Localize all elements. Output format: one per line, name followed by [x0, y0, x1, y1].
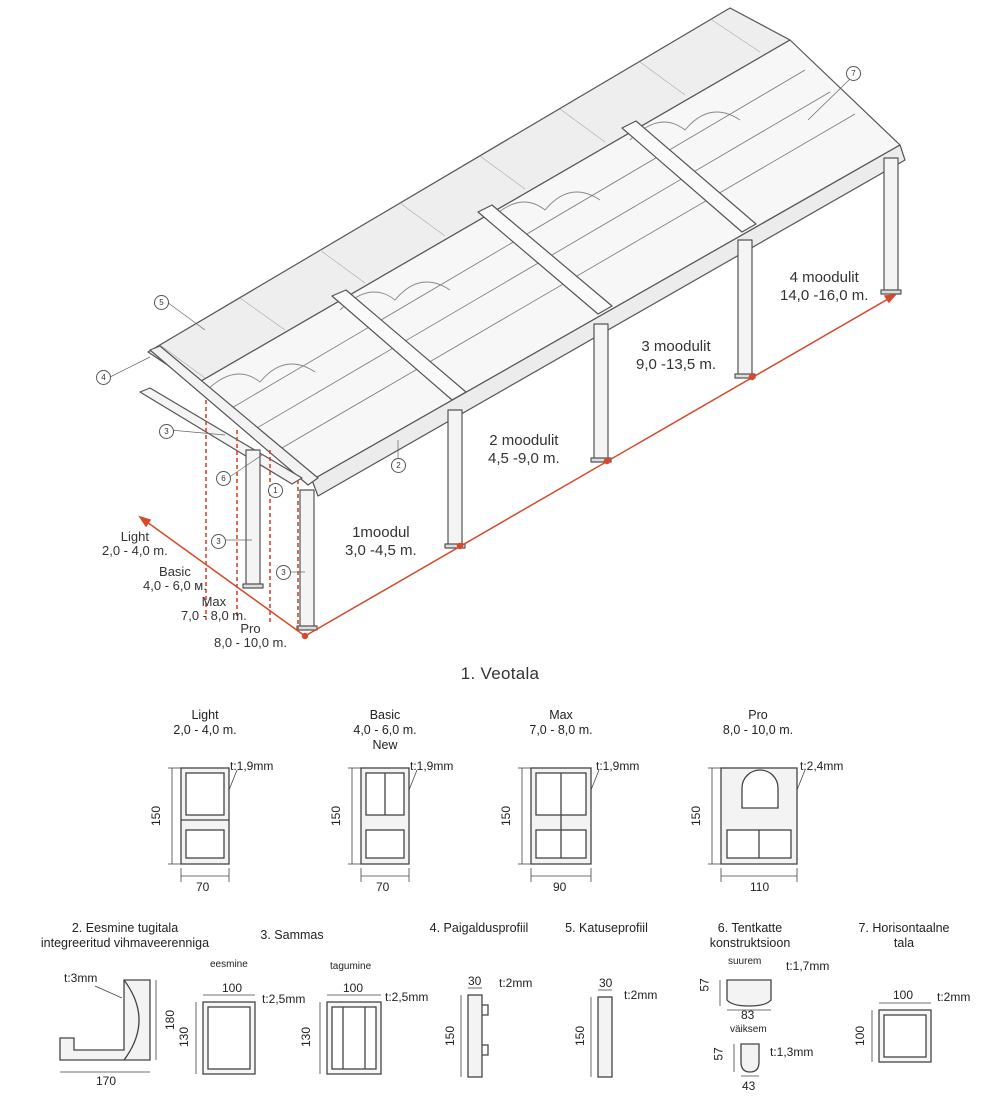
- tent-big-profile: [726, 979, 772, 1007]
- tent-small-profile: [740, 1043, 760, 1073]
- post-title: 3. Sammas: [260, 928, 324, 942]
- tent-big-thickness: t:1,7mm: [786, 959, 830, 973]
- callout-3b: 3: [211, 534, 226, 549]
- beam-max-width: 90: [553, 880, 567, 894]
- roof-title: 5. Katuseprofiil: [565, 921, 648, 935]
- post-rear-label: tagumine: [330, 961, 372, 972]
- beam-pro-width: 110: [750, 880, 770, 894]
- beam-light-thickness: t:1,9mm: [230, 759, 274, 773]
- roof-width: 30: [599, 976, 613, 990]
- callout-1: 1: [268, 483, 283, 498]
- callout-2: 2: [391, 458, 406, 473]
- post-front-height: 130: [177, 1026, 192, 1048]
- callout-3: 3: [159, 424, 174, 439]
- roof-thickness: t:2mm: [624, 988, 658, 1002]
- roof-height: 150: [573, 1025, 588, 1047]
- section-title: 1. Veotala: [460, 664, 540, 683]
- post-front-width: 100: [222, 981, 243, 995]
- mount-width: 30: [468, 974, 482, 988]
- horizontal-width: 100: [893, 988, 914, 1002]
- tent-small-thickness: t:1,3mm: [770, 1045, 814, 1059]
- mount-height: 150: [443, 1025, 458, 1047]
- tent-big-label: suurem: [728, 956, 762, 967]
- tent-big-width: 83: [741, 1008, 755, 1022]
- post-front-label: eesmine: [210, 959, 248, 970]
- post-front-thickness: t:2,5mm: [262, 992, 306, 1006]
- side-arm: [139, 387, 303, 485]
- mount-profile: [467, 994, 483, 1078]
- callout-5: 5: [154, 295, 169, 310]
- mount-thickness: t:2mm: [499, 976, 533, 990]
- beam-basic-thickness: t:1,9mm: [410, 759, 454, 773]
- beam-light-width: 70: [196, 880, 210, 894]
- pergola-drawing: [109, 7, 906, 640]
- front-beam-profile: [59, 979, 151, 1061]
- horizontal-thickness: t:2mm: [937, 990, 971, 1004]
- post-rear-thickness: t:2,5mm: [385, 990, 429, 1004]
- beam-pro-thickness: t:2,4mm: [800, 759, 844, 773]
- post-rear-height: 130: [299, 1026, 314, 1048]
- callout-4: 4: [96, 370, 111, 385]
- tent-small-label: väiksem: [730, 1024, 767, 1035]
- roof-profile: [597, 996, 613, 1078]
- tent-big-height: 57: [697, 978, 712, 992]
- beam-max-thickness: t:1,9mm: [596, 759, 640, 773]
- mount-title: 4. Paigaldusprofiil: [429, 921, 529, 935]
- front-beam: [311, 144, 906, 497]
- front-beam-width: 170: [96, 1074, 117, 1088]
- cross-beam-2: [477, 204, 613, 315]
- front-beam-height: 180: [163, 1009, 178, 1031]
- beam-basic-width: 70: [376, 880, 390, 894]
- tent-small-width: 43: [742, 1079, 756, 1093]
- front-beam-thickness: t:3mm: [64, 971, 98, 985]
- cross-beam-3: [621, 120, 757, 233]
- side-beam: [149, 345, 319, 486]
- callout-3c: 3: [276, 565, 291, 580]
- post-rear-width: 100: [343, 981, 364, 995]
- callout-6: 6: [216, 471, 231, 486]
- horizontal-height: 100: [853, 1025, 868, 1047]
- tent-small-height: 57: [711, 1047, 726, 1061]
- callout-7: 7: [846, 66, 861, 81]
